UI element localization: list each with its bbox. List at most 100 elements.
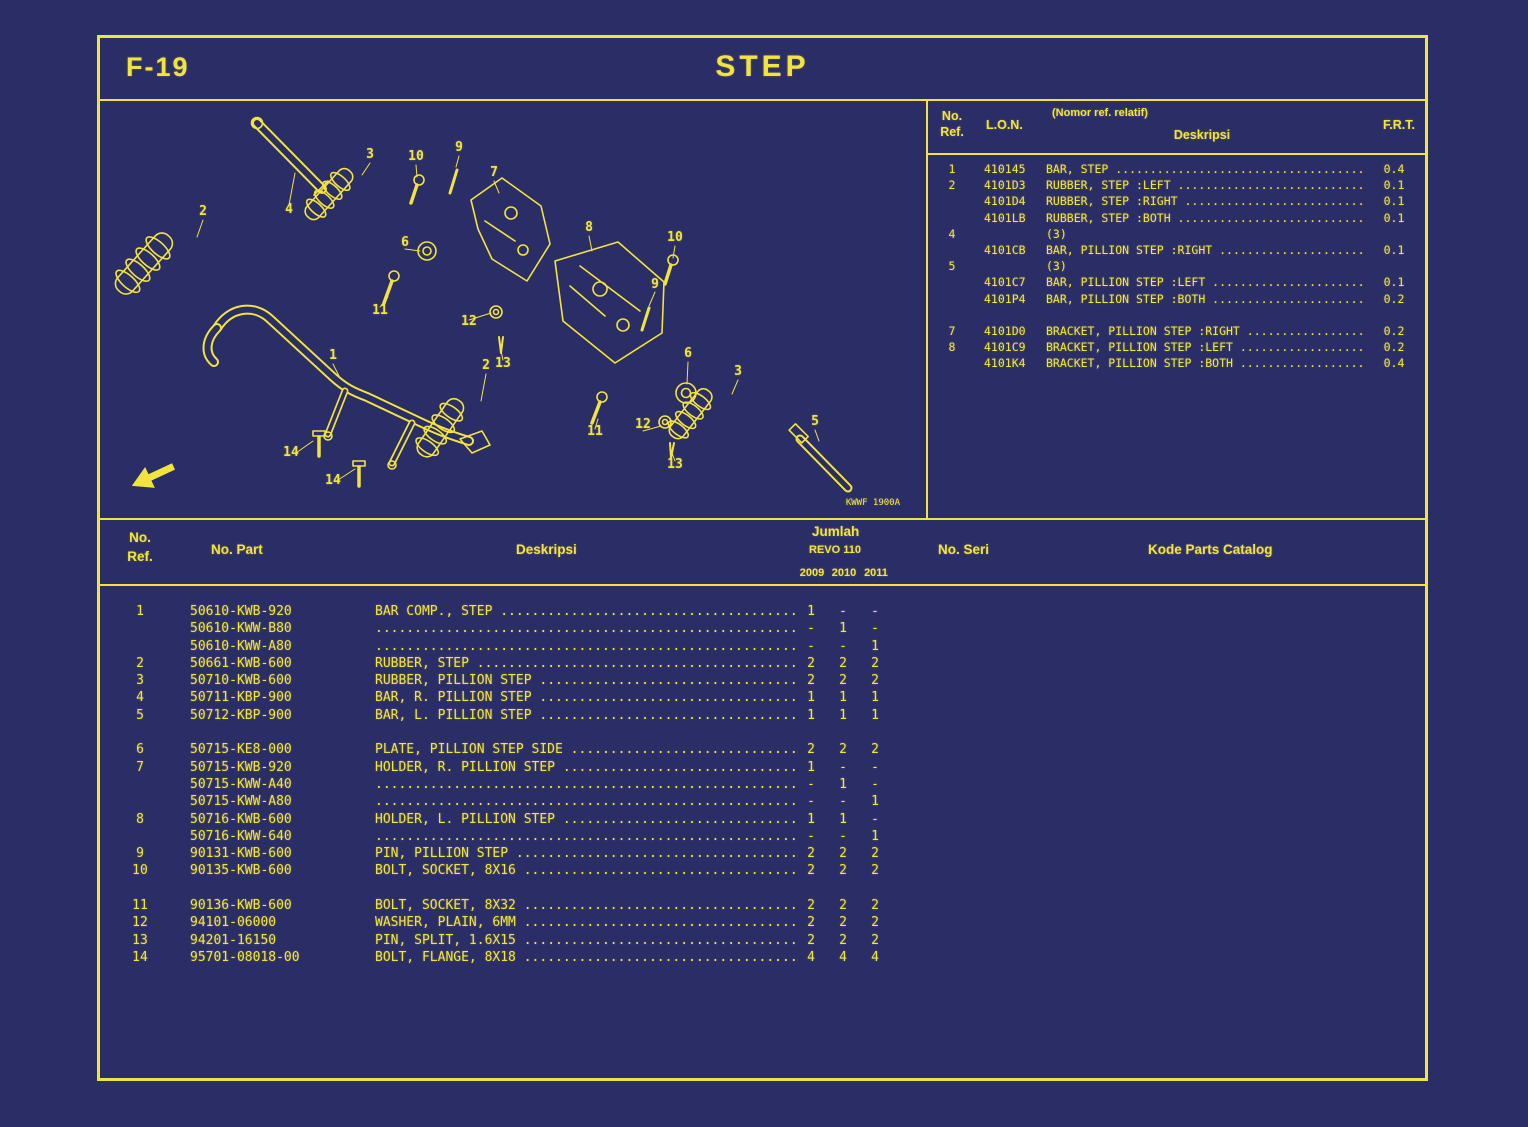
- frt-cell: 0.1: [1383, 178, 1405, 193]
- part-number-cell: 50715-KWB-920: [190, 759, 292, 775]
- qty-2011-cell: -: [871, 621, 879, 637]
- ref-no-cell: 12: [132, 915, 148, 931]
- qty-2010-cell: 2: [839, 898, 847, 914]
- lon-cell: 4101C9: [984, 340, 1026, 355]
- lon-cell: [976, 226, 1046, 242]
- qty-2009-cell: 2: [807, 655, 815, 671]
- qty-2010-cell: 2: [839, 915, 847, 931]
- ref-no-cell: 2: [948, 178, 956, 193]
- ref-no-cell: 4: [948, 226, 956, 241]
- qty-2009-cell: 1: [807, 690, 815, 706]
- part-number-cell: 50710-KWB-600: [190, 673, 292, 689]
- ref-no-cell: [100, 620, 180, 637]
- qty-2011-cell: 2: [871, 742, 879, 758]
- description-cell: BAR COMP., STEP: [375, 603, 795, 620]
- ref-no-cell: 13: [132, 932, 148, 948]
- lon-cell: 4101CB: [984, 242, 1026, 257]
- part-rubber-pillion-right: [667, 387, 713, 440]
- diagram-callout-12: 12: [461, 314, 477, 329]
- frt-cell: 0.2: [1383, 340, 1405, 355]
- part-bracket-pillion-left: [554, 241, 665, 364]
- part-number-cell: 95701-08018-00: [190, 949, 300, 965]
- qty-2009-cell: 2: [807, 742, 815, 758]
- ref-table-header: No. Ref. L.O.N. (Nomor ref. relatif) Des…: [928, 101, 1425, 155]
- ref-table-row: 4(3): [928, 226, 1425, 242]
- parts-table-row: [100, 724, 1425, 741]
- qty-2011-cell: [859, 880, 891, 897]
- qty-2009-cell: [795, 880, 827, 897]
- description-cell: BAR, L. PILLION STEP: [375, 707, 795, 724]
- lon-cell: [976, 307, 1046, 323]
- part-pin-pillion: [448, 168, 651, 332]
- description-cell: BAR, PILLION STEP :RIGHT: [1046, 242, 1366, 258]
- part-number-cell: 90136-KWB-600: [190, 898, 292, 914]
- ref-no-cell: 11: [132, 898, 148, 914]
- ref-no-cell: [928, 242, 976, 258]
- part-bolt-socket-8x32: [382, 270, 608, 425]
- part-number-cell: 50716-KWW-640: [190, 828, 292, 844]
- frt-cell: [1366, 307, 1422, 323]
- ref-no-cell: 9: [136, 846, 144, 862]
- description-cell: PLATE, PILLION STEP SIDE: [375, 741, 795, 758]
- qty-2009-cell: 1: [807, 604, 815, 619]
- parts-header-no: No.: [129, 530, 151, 545]
- description-cell: BAR, R. PILLION STEP: [375, 689, 795, 706]
- lon-cell: 4101D0: [984, 323, 1026, 338]
- qty-2009-cell: -: [807, 828, 815, 844]
- qty-2010-cell: 1: [839, 621, 847, 637]
- qty-2011-cell: 2: [871, 846, 879, 862]
- ref-no-cell: 5: [136, 707, 144, 723]
- qty-2010-cell: 2: [839, 673, 847, 689]
- part-number-cell: 50712-KBP-900: [190, 707, 292, 723]
- description-cell: HOLDER, R. PILLION STEP: [375, 759, 795, 776]
- qty-2011-cell: 1: [871, 828, 879, 844]
- part-number-cell: 50715-KWW-A40: [190, 776, 292, 792]
- qty-2011-cell: 2: [871, 898, 879, 914]
- ref-header-deskripsi: Deskripsi: [1173, 128, 1231, 142]
- ref-no-cell: [100, 776, 180, 793]
- description-cell: RUBBER, STEP :LEFT: [1046, 177, 1366, 193]
- parts-header-model: REVO 110: [809, 544, 861, 556]
- qty-2011-cell: [859, 724, 891, 741]
- description-cell: RUBBER, STEP :RIGHT: [1046, 193, 1366, 209]
- qty-2011-cell: -: [871, 811, 879, 827]
- description-cell: RUBBER, STEP :BOTH: [1046, 210, 1366, 226]
- part-rubber-pillion-left: [304, 167, 354, 221]
- diagram-callout-1: 1: [329, 348, 337, 363]
- description-cell: BAR, STEP: [1046, 161, 1366, 177]
- diagram-callout-6: 6: [401, 235, 409, 250]
- description-cell: [375, 724, 795, 741]
- description-cell: PIN, PILLION STEP: [375, 845, 795, 862]
- description-cell: BRACKET, PILLION STEP :BOTH: [1046, 355, 1366, 371]
- ref-no-cell: 6: [136, 742, 144, 758]
- description-cell: RUBBER, PILLION STEP: [375, 672, 795, 689]
- qty-2009-cell: 1: [807, 811, 815, 827]
- diagram-callout-13: 13: [667, 457, 683, 472]
- qty-2010-cell: 1: [839, 811, 847, 827]
- ref-no-cell: [928, 274, 976, 290]
- qty-2009-cell: 2: [807, 898, 815, 914]
- qty-2010-cell: [827, 724, 859, 741]
- qty-2011-cell: 2: [871, 655, 879, 671]
- diagram-callout-2: 2: [482, 358, 490, 373]
- ref-table-row: [928, 307, 1425, 323]
- part-rubber-step-left: [114, 232, 174, 295]
- part-pin-split: [498, 336, 675, 459]
- part-number-cell: 50610-KWW-B80: [190, 621, 292, 637]
- frt-cell: 0.2: [1383, 291, 1405, 306]
- description-cell: [375, 620, 795, 637]
- description-cell: HOLDER, L. PILLION STEP: [375, 811, 795, 828]
- ref-no-cell: 7: [136, 759, 144, 775]
